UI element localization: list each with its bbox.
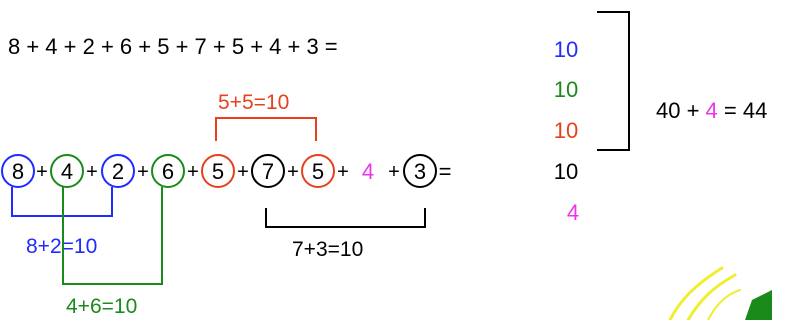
term-6: 7: [262, 159, 274, 184]
plus-sign: +: [337, 161, 349, 183]
term-circle-6: [251, 154, 285, 188]
red-pair-label: 5+5=10: [218, 91, 289, 114]
term-4: 6: [162, 159, 174, 184]
plus-sign: +: [187, 161, 199, 183]
plus-sign: +: [36, 161, 48, 183]
term-circle-2: [50, 154, 84, 188]
plus-sign: +: [86, 161, 98, 183]
circled-terms-row: 8 4 2 6 5 7 5 4 3 + + + + + + + + =: [1, 154, 452, 188]
plus-sign: +: [388, 161, 400, 183]
green-pair-bracket: [62, 187, 163, 285]
term-8: 4: [362, 159, 374, 184]
term-7: 5: [312, 159, 324, 184]
red-pair-bracket: [215, 117, 317, 141]
term-circle-1: [1, 154, 35, 188]
term-1: 8: [12, 159, 24, 184]
column-value-remainder: 4: [567, 200, 579, 225]
term-circle-3: [101, 154, 135, 188]
black-pair-bracket: [265, 208, 426, 228]
result-highlight: 4: [706, 98, 718, 123]
term-circle-4: [151, 154, 185, 188]
term-circle-5: [201, 154, 235, 188]
column-value-green: 10: [554, 77, 578, 102]
term-circle-7: [301, 154, 335, 188]
blue-pair-label: 8+2=10: [26, 235, 97, 258]
result-right: = 44: [718, 98, 768, 123]
term-5: 5: [212, 159, 224, 184]
equals-sign: =: [439, 159, 452, 184]
plus-sign: +: [237, 161, 249, 183]
term-circle-9: [403, 154, 437, 188]
green-pair-label: 4+6=10: [66, 295, 137, 318]
sum-column: 10 10 10 10 4: [554, 37, 579, 225]
plus-sign: +: [287, 161, 299, 183]
decorative-scribble: [668, 266, 772, 320]
plus-sign: +: [137, 161, 149, 183]
column-value-blue: 10: [554, 37, 578, 62]
term-2: 4: [61, 159, 73, 184]
term-9: 3: [414, 159, 426, 184]
black-pair-label: 7+3=10: [292, 238, 363, 261]
result-text: 40 + 4 = 44: [656, 98, 767, 123]
result-left: 40 +: [656, 98, 706, 123]
grouping-bracket: [597, 11, 630, 151]
equation-text: 8 + 4 + 2 + 6 + 5 + 7 + 5 + 4 + 3 =: [8, 34, 338, 59]
column-value-black: 10: [554, 159, 578, 184]
term-3: 2: [112, 159, 124, 184]
column-value-red: 10: [554, 118, 578, 143]
